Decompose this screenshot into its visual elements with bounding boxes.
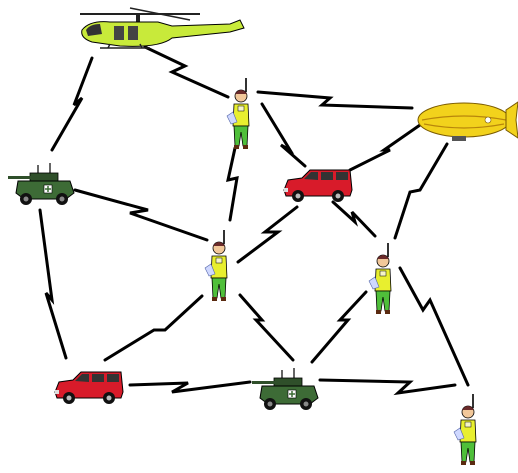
link-tank-left-soldier-mid-left (73, 188, 209, 242)
van-bottom-icon (54, 371, 124, 405)
soldier-top-icon (226, 77, 250, 150)
armored-vehicle-bottom-icon (251, 367, 319, 411)
link-soldier-mid-left-van-bottom (103, 294, 204, 362)
link-tank-bottom-soldier-bottom-right (318, 378, 457, 396)
link-soldier-top-blimp (256, 90, 414, 110)
soldier-mid-right-icon (368, 242, 392, 315)
link-helicopter-tank-left (50, 56, 94, 152)
radio-links (38, 45, 470, 396)
link-soldier-top-soldier-mid-left (226, 146, 239, 222)
van-top-icon (283, 169, 353, 203)
link-blimp-van-top (348, 123, 422, 172)
link-helicopter-soldier-top (143, 45, 230, 99)
link-van-top-soldier-mid-right (331, 200, 377, 238)
armored-vehicle-left-icon (7, 162, 75, 206)
link-soldier-mid-right-tank-bottom (310, 290, 368, 364)
soldier-bottom-right-icon (453, 393, 477, 466)
link-soldier-mid-left-tank-bottom (238, 293, 295, 362)
link-soldier-top-van-top (260, 102, 307, 168)
link-blimp-soldier-mid-right (393, 142, 449, 240)
link-van-bottom-tank-bottom (128, 380, 252, 394)
blimp-icon (417, 101, 518, 141)
link-van-top-soldier-mid-left (236, 205, 299, 264)
helicopter-icon (80, 7, 245, 49)
link-soldier-mid-right-soldier-bottom-right (398, 266, 470, 387)
link-tank-left-van-bottom (38, 208, 68, 360)
